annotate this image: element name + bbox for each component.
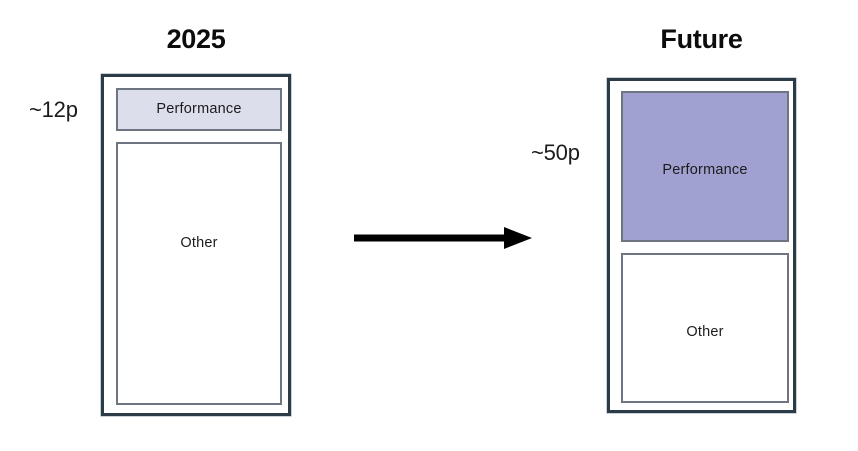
callout-performance-share-2025: ~12p (29, 97, 78, 122)
segment-label-other-2025: Other (180, 235, 218, 251)
chip-frame-future: Performance Other (607, 78, 796, 413)
segment-other-future: Other (621, 253, 789, 403)
segment-label-performance-2025: Performance (156, 101, 242, 118)
chip-frame-2025: Performance Other (101, 74, 291, 416)
panel-title-future: Future (660, 24, 743, 54)
panel-title-2025: 2025 (166, 24, 226, 54)
segment-other-2025: Other (116, 142, 282, 405)
callout-performance-share-future: ~50p (531, 140, 580, 165)
segment-label-performance-future: Performance (662, 162, 748, 178)
segment-performance-future: Performance (621, 91, 789, 242)
segment-label-other-future: Other (686, 324, 724, 340)
segment-performance-2025: Performance (116, 88, 282, 131)
right-arrow-icon (352, 222, 534, 254)
